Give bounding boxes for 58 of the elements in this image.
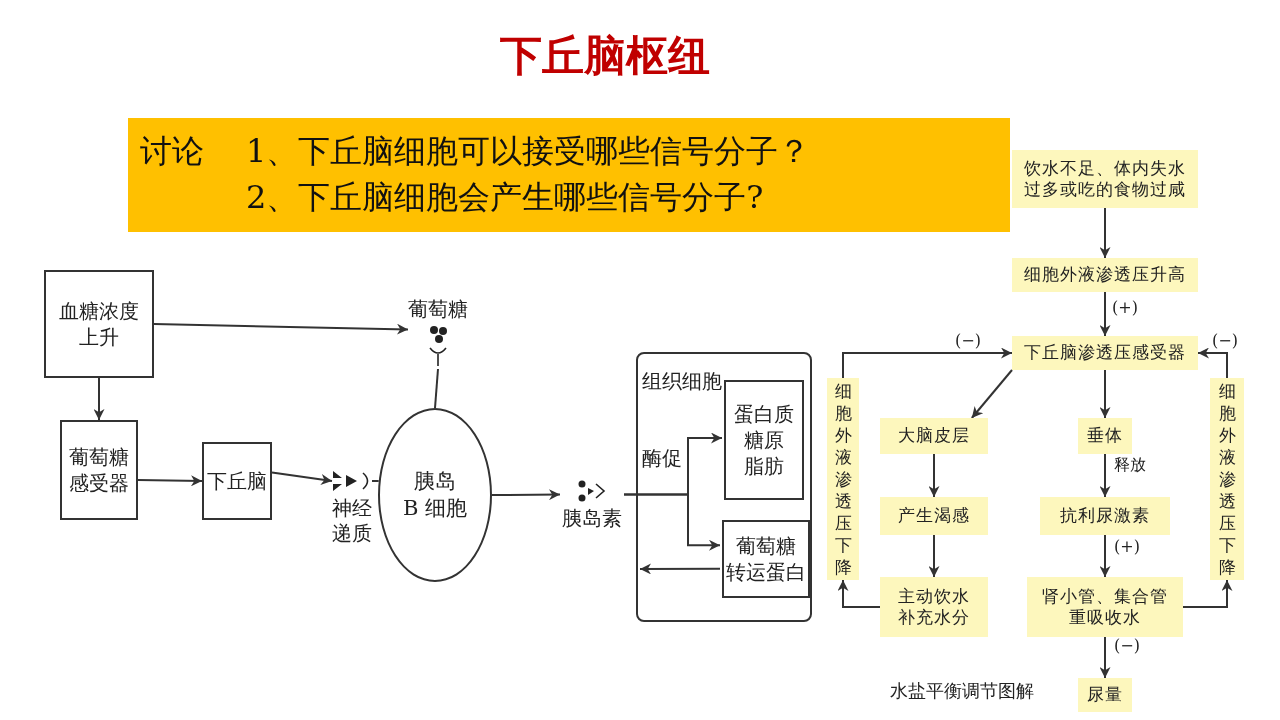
process-box: 产生渴感 (880, 497, 988, 535)
container-title: 组织细胞 (642, 368, 722, 395)
process-box: 细胞外液渗透压升高 (1012, 258, 1198, 292)
arrow (837, 579, 881, 608)
edge-label: (−) (1212, 333, 1238, 349)
arrow (137, 475, 203, 487)
process-box: 下丘脑 (202, 442, 272, 520)
molecule-label: 葡萄糖 (408, 297, 468, 322)
arrow (1099, 453, 1111, 498)
arrow (93, 377, 105, 421)
process-box: 垂体 (1078, 418, 1132, 454)
arrow (1099, 291, 1111, 337)
arrow (271, 471, 333, 485)
edge-label: (−) (955, 333, 981, 349)
edge-label: (+) (1112, 300, 1138, 316)
arrow (1099, 636, 1111, 679)
discussion-panel (128, 118, 1010, 232)
arrow (1099, 207, 1111, 259)
arrow (639, 563, 721, 575)
process-box: 大脑皮层 (880, 418, 988, 454)
process-box: 葡萄糖 转运蛋白 (722, 520, 810, 598)
arrow (842, 347, 1013, 379)
diagram-caption: 水盐平衡调节图解 (890, 682, 1034, 700)
discussion-heading: 讨论 (140, 132, 204, 171)
process-box: 主动饮水补充水分 (880, 577, 988, 637)
cell-container (636, 352, 812, 622)
question-text: 1、下丘脑细胞可以接受哪些信号分子？ (246, 132, 811, 171)
edge-label: 酶促 (642, 448, 682, 468)
arrow (1099, 369, 1111, 419)
arrow (491, 489, 561, 501)
edge-label: (−) (1114, 638, 1140, 654)
question-text: 2、下丘脑细胞会产生哪些信号分子? (246, 178, 764, 217)
process-box: 细胞外液渗透压下降 (827, 378, 859, 580)
arrow (970, 369, 1013, 419)
process-box: 血糖浓度上升 (44, 270, 154, 378)
process-box: 饮水不足、体内失水过多或吃的食物过咸 (1012, 150, 1198, 208)
process-box: 蛋白质 糖原 脂肪 (724, 380, 804, 500)
process-box: 尿量 (1078, 678, 1132, 712)
arrow (623, 493, 721, 551)
process-box: 抗利尿激素 (1040, 497, 1170, 535)
edge-label: (+) (1114, 539, 1140, 555)
arrow (1182, 579, 1233, 608)
slide-title: 下丘脑枢纽 (499, 30, 711, 82)
process-box: 细胞外液渗透压下降 (1210, 378, 1244, 580)
connector-line (371, 480, 380, 483)
connector-line (434, 368, 439, 409)
molecule-label: 胰岛素 (562, 506, 622, 531)
arrow (1099, 534, 1111, 578)
arrow (928, 453, 940, 498)
cell-circle: 胰岛 B 细胞 (378, 408, 492, 582)
process-box: 肾小管、集合管重吸收水 (1027, 577, 1183, 637)
process-box: 葡萄糖感受器 (60, 420, 138, 520)
arrow (1197, 347, 1228, 379)
molecule-label: 神经递质 (332, 496, 372, 546)
arrow (928, 534, 940, 578)
arrow (153, 323, 409, 335)
process-box: 下丘脑渗透压感受器 (1012, 336, 1198, 370)
edge-label: 释放 (1114, 457, 1146, 473)
